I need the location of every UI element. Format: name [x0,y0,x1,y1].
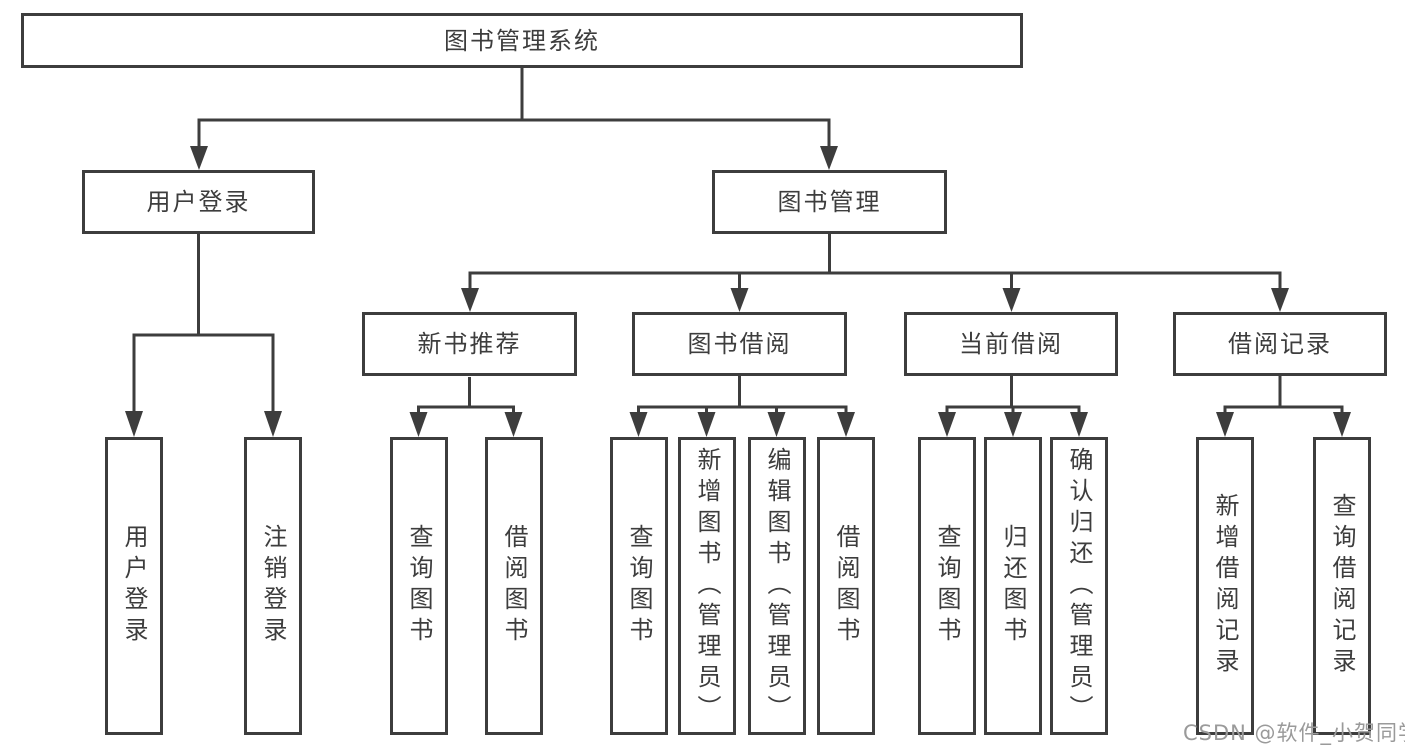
arrowhead-down-icon [730,288,749,312]
node-label: 查询图书 [625,524,653,648]
leaf-logout: 注销登录 [244,437,302,735]
leaf-query-book: 查询图书 [918,437,976,735]
arrowhead-down-icon [938,412,956,437]
node-label: 查询图书 [933,524,961,648]
connector-userlogin-branch [132,333,275,413]
arrowhead-down-icon [629,412,648,437]
leaf-add-borrow-record: 新增借阅记录 [1196,437,1254,735]
arrowhead-down-icon [125,411,143,437]
leaf-query-book: 查询图书 [610,437,668,735]
leaf-borrow-book: 借阅图书 [817,437,875,735]
node-label: 查询图书 [405,524,433,648]
node-book-management: 图书管理 [712,170,947,234]
node-label: 新书推荐 [417,330,522,358]
arrowhead-down-icon [461,288,479,312]
leaf-borrow-book: 借阅图书 [485,437,543,735]
node-label: 新增借阅记录 [1211,493,1239,679]
node-label: 借阅记录 [1228,330,1332,358]
node-label: 用户登录 [120,524,148,648]
arrowhead-down-icon [190,146,208,170]
node-label: 用户登录 [146,188,251,216]
node-new-book-recommend: 新书推荐 [362,312,577,376]
leaf-user-login: 用户登录 [105,437,163,735]
arrowhead-down-icon [504,412,523,437]
arrowhead-down-icon [767,412,786,437]
node-label: 确认归还（管理员） [1065,446,1093,726]
node-borrow-record: 借阅记录 [1173,312,1387,376]
arrowhead-down-icon [820,146,838,170]
node-label: 归还图书 [999,524,1027,648]
node-label: 图书管理 [777,188,882,216]
arrowhead-down-icon [264,411,282,437]
arrowhead-down-icon [1002,288,1021,312]
arrowhead-down-icon [1004,412,1022,437]
leaf-return-book: 归还图书 [984,437,1042,735]
node-label: 查询借阅记录 [1328,493,1356,679]
node-label: 借阅图书 [832,524,860,648]
node-label: 借阅图书 [500,524,528,648]
node-current-borrow: 当前借阅 [904,312,1118,376]
node-book-borrow: 图书借阅 [632,312,847,376]
arrowhead-down-icon [837,412,855,437]
connector-root-branch [197,118,831,148]
node-label: 图书借阅 [687,330,792,358]
node-label: 图书管理系统 [444,26,600,55]
connector-borrow-branch [637,405,848,414]
arrowhead-down-icon [1271,288,1289,312]
arrowhead-down-icon [409,412,428,437]
leaf-confirm-return-admin: 确认归还（管理员） [1050,437,1108,735]
connector-record-branch [1223,405,1344,414]
arrowhead-down-icon [1070,412,1088,437]
arrowhead-down-icon [697,412,716,437]
node-label: 注销登录 [259,524,287,648]
leaf-edit-book-admin: 编辑图书（管理员） [748,437,806,735]
connector-bookmgmt-branch [468,271,1282,290]
node-label: 编辑图书（管理员） [763,446,791,726]
csdn-watermark: CSDN @软件_小贺同学 [1183,721,1405,745]
arrowhead-down-icon [1333,412,1351,437]
connector-newbook-branch [417,405,515,414]
node-label: 当前借阅 [959,330,1063,358]
node-user-login: 用户登录 [82,170,315,234]
node-system-root: 图书管理系统 [21,13,1023,68]
leaf-query-borrow-record: 查询借阅记录 [1313,437,1371,735]
leaf-query-book: 查询图书 [390,437,448,735]
node-label: 新增图书（管理员） [693,446,721,726]
leaf-add-book-admin: 新增图书（管理员） [678,437,736,735]
arrowhead-down-icon [1216,412,1234,437]
